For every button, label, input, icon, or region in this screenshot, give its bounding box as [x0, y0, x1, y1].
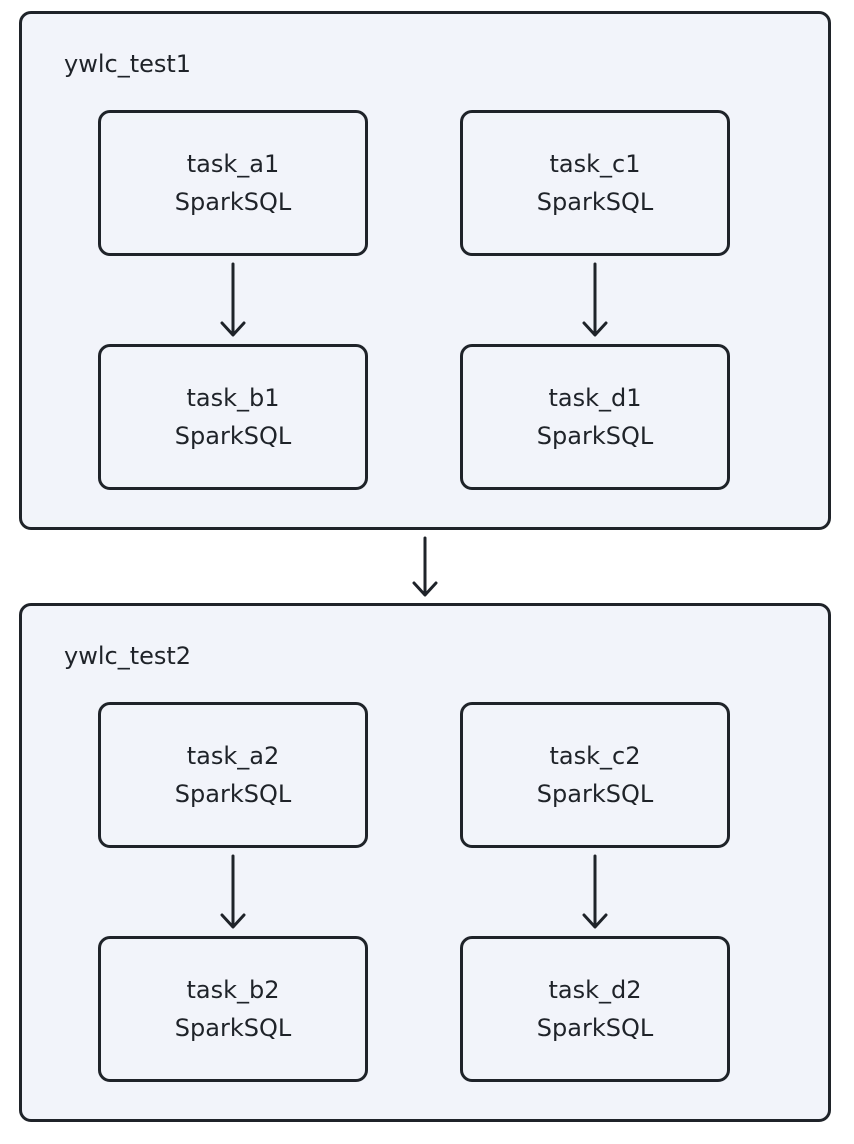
task-type: SparkSQL: [536, 422, 654, 450]
group-title: ywlc_test2: [64, 642, 192, 670]
task-type: SparkSQL: [174, 188, 292, 216]
task-name: task_b2: [186, 976, 280, 1004]
task-type: SparkSQL: [536, 780, 654, 808]
task-node-d1[interactable]: task_d1 SparkSQL: [460, 344, 730, 490]
task-name: task_d2: [548, 976, 642, 1004]
task-node-c1[interactable]: task_c1 SparkSQL: [460, 110, 730, 256]
task-name: task_c1: [549, 150, 641, 178]
group-title: ywlc_test1: [64, 50, 192, 78]
task-node-b2[interactable]: task_b2 SparkSQL: [98, 936, 368, 1082]
task-type: SparkSQL: [174, 1014, 292, 1042]
task-node-a1[interactable]: task_a1 SparkSQL: [98, 110, 368, 256]
task-name: task_a2: [186, 742, 280, 770]
task-type: SparkSQL: [174, 422, 292, 450]
task-name: task_a1: [186, 150, 280, 178]
task-node-d2[interactable]: task_d2 SparkSQL: [460, 936, 730, 1082]
task-node-a2[interactable]: task_a2 SparkSQL: [98, 702, 368, 848]
task-type: SparkSQL: [536, 1014, 654, 1042]
task-name: task_d1: [548, 384, 642, 412]
task-name: task_c2: [549, 742, 641, 770]
task-node-c2[interactable]: task_c2 SparkSQL: [460, 702, 730, 848]
task-name: task_b1: [186, 384, 280, 412]
arrow-group1-group2: [412, 536, 438, 597]
task-type: SparkSQL: [536, 188, 654, 216]
task-node-b1[interactable]: task_b1 SparkSQL: [98, 344, 368, 490]
task-type: SparkSQL: [174, 780, 292, 808]
